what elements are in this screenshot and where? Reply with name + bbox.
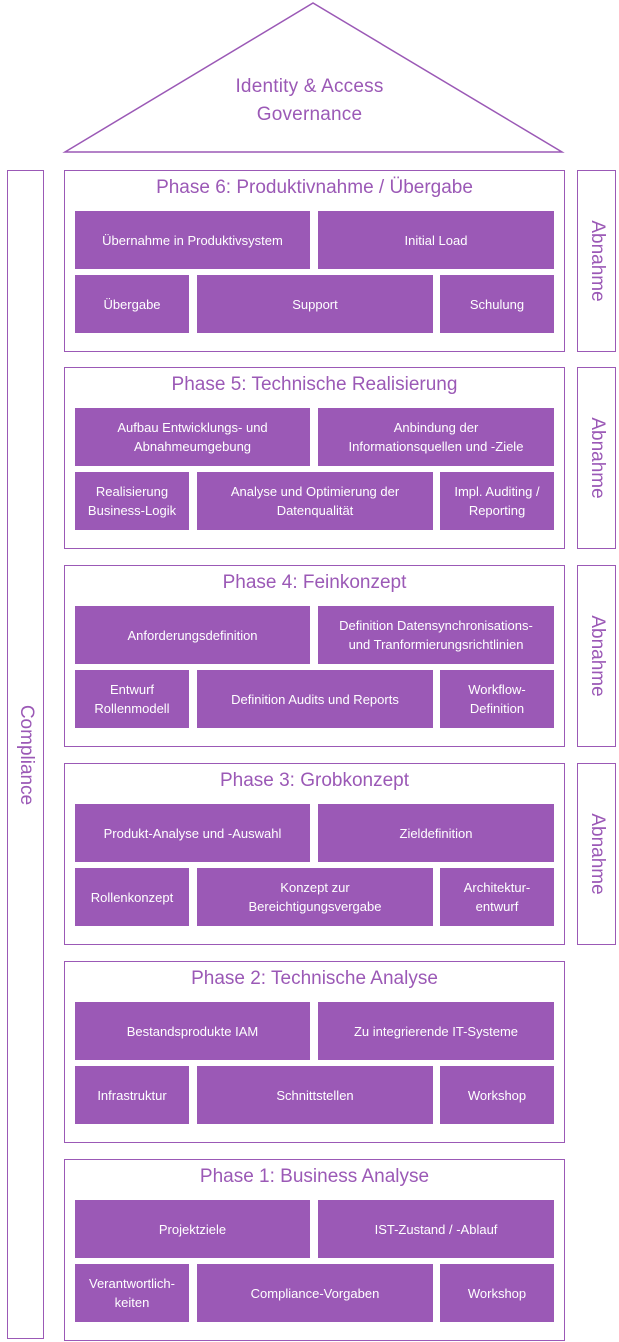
task-box: Workflow- Definition [440,670,554,728]
task-box: Schulung [440,275,554,333]
task-box: Übernahme in Produktivsystem [75,211,310,269]
task-box: Definition Datensynchronisations- und Tr… [318,606,554,664]
task-box: Zieldefinition [318,804,554,862]
roof-title-line2: Governance [256,104,363,125]
abnahme-pillar: Abnahme [577,170,616,352]
task-box: Realisierung Business-Logik [75,472,189,530]
task-box: Entwurf Rollenmodell [75,670,189,728]
task-box: Initial Load [318,211,554,269]
abnahme-label: Abnahme [586,615,608,697]
task-box: Produkt-Analyse und -Auswahl [75,804,310,862]
task-box: Compliance-Vorgaben [197,1264,433,1322]
abnahme-label: Abnahme [586,220,608,302]
task-box: Support [197,275,433,333]
task-box: Verantwortlich- keiten [75,1264,189,1322]
task-box: Schnittstellen [197,1066,433,1124]
task-box: Workshop [440,1066,554,1124]
phase-title: Phase 1: Business Analyse [199,1166,430,1187]
task-box: Anforderungsdefinition [75,606,310,664]
task-box: Projektziele [75,1200,310,1258]
compliance-label: Compliance [15,704,37,805]
roof-title-line1: Identity & Access [235,76,384,97]
abnahme-label: Abnahme [586,813,608,895]
abnahme-pillar: Abnahme [577,565,616,747]
task-box: Analyse und Optimierung der Datenqualitä… [197,472,433,530]
task-box: Zu integrierende IT-Systeme [318,1002,554,1060]
task-box: Workshop [440,1264,554,1322]
phase-title: Phase 5: Technische Realisierung [171,374,458,395]
abnahme-pillar: Abnahme [577,763,616,945]
task-box: Impl. Auditing / Reporting [440,472,554,530]
task-box: Definition Audits und Reports [197,670,433,728]
phase-title: Phase 6: Produktivnahme / Übergabe [156,177,473,198]
phase-title: Phase 4: Feinkonzept [222,572,407,593]
task-box: Architektur- entwurf [440,868,554,926]
task-box: Aufbau Entwicklungs- und Abnahmeumgebung [75,408,310,466]
task-box: Rollenkonzept [75,868,189,926]
phase-title: Phase 3: Grobkonzept [219,770,410,791]
abnahme-pillar: Abnahme [577,367,616,549]
roof-triangle [62,2,565,153]
task-box: Infrastruktur [75,1066,189,1124]
abnahme-label: Abnahme [586,417,608,499]
task-box: Anbindung der Informationsquellen und -Z… [318,408,554,466]
phase-title: Phase 2: Technische Analyse [191,968,438,989]
task-box: Konzept zur Bereichtigungsvergabe [197,868,433,926]
compliance-pillar: Compliance [7,170,44,1339]
task-box: Übergabe [75,275,189,333]
task-box: Bestandsprodukte IAM [75,1002,310,1060]
task-box: IST-Zustand / -Ablauf [318,1200,554,1258]
